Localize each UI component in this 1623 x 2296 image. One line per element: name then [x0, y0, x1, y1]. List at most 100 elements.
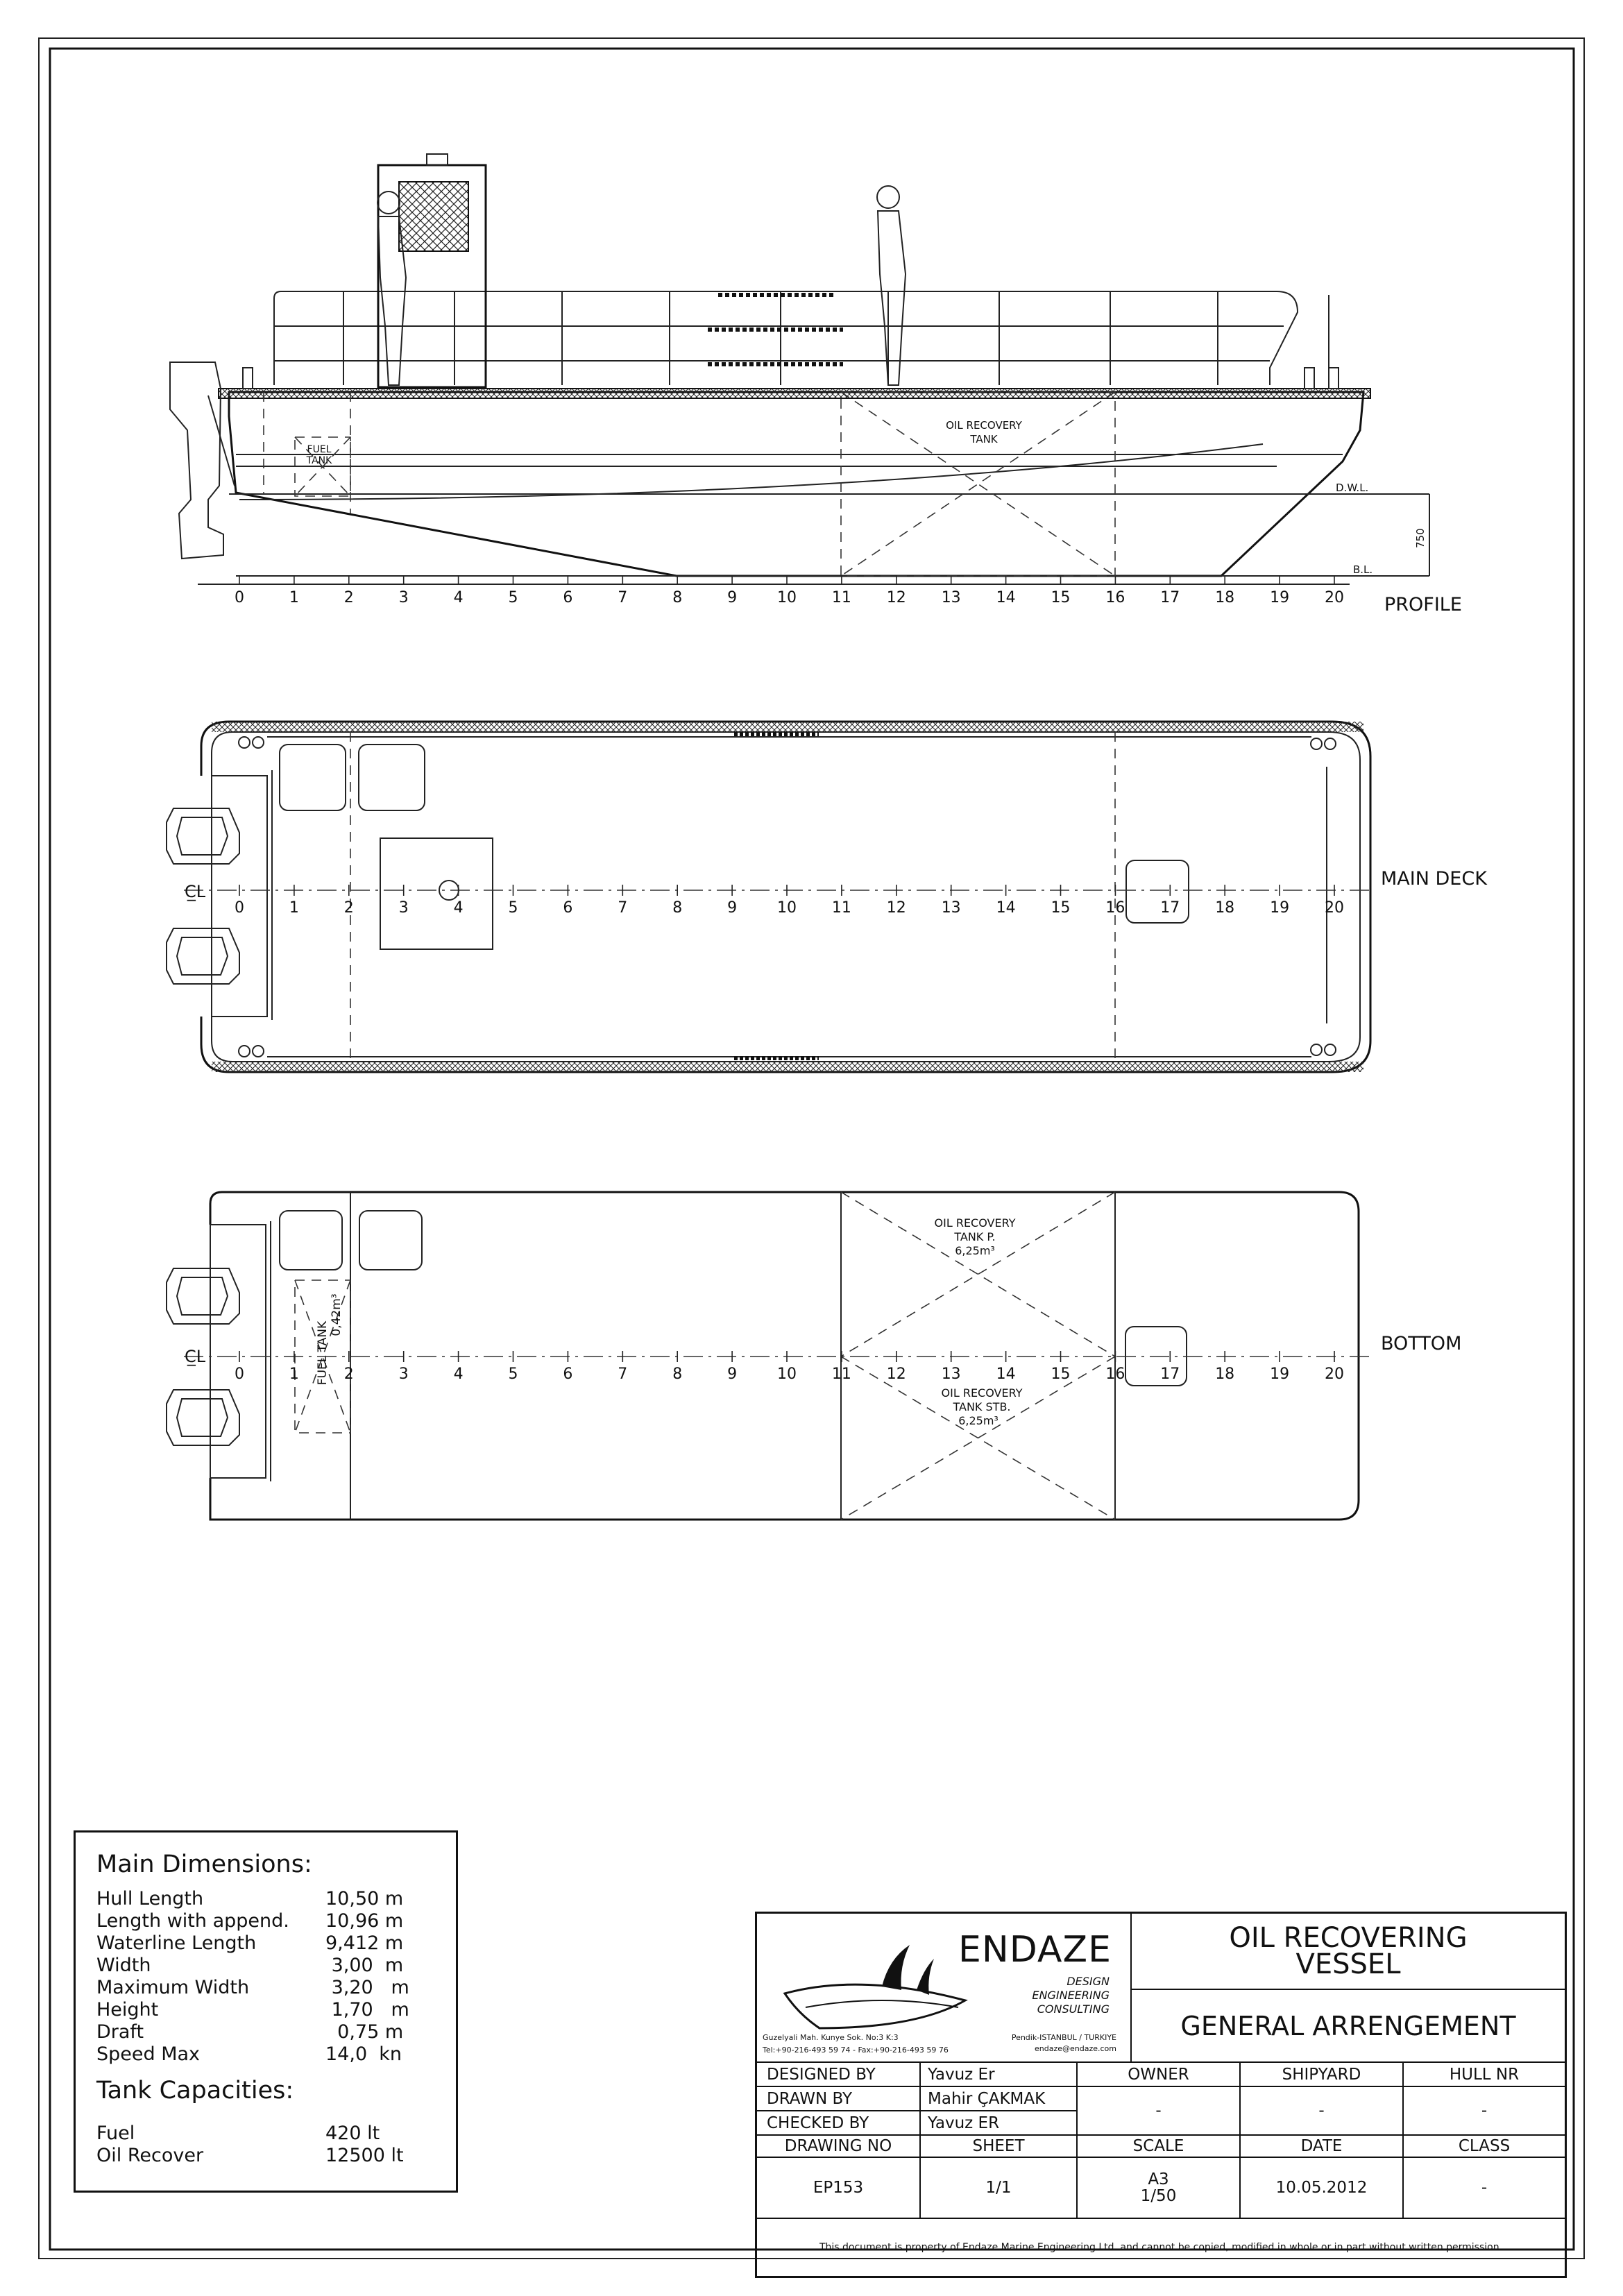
bottom-cl-mark: C̲L: [185, 1347, 206, 1366]
frame-number: 6: [563, 899, 572, 917]
frame-number: 8: [672, 1366, 682, 1383]
frame-number: 20: [1325, 899, 1344, 917]
dwl-label: D.W.L.: [1336, 482, 1368, 494]
designed-by-value: Yavuz Er: [921, 2063, 1078, 2087]
dimension-name: Maximum Width: [96, 1977, 250, 1998]
frame-number: 0: [235, 1366, 244, 1383]
frame-number: 11: [832, 899, 851, 917]
frame-number: 7: [618, 589, 627, 606]
frame-number: 4: [454, 589, 464, 606]
drawn-by-label: DRAWN BY: [757, 2087, 921, 2111]
frame-number: 4: [454, 899, 464, 917]
frame-number: 20: [1325, 589, 1344, 606]
frame-number: 11: [832, 1366, 851, 1383]
bottom-fuel-tank-label: FUEL TANK: [316, 1320, 330, 1385]
bottom-view: FUEL TANK 0,42m³ OIL RECOVERY TANK P. 6,…: [166, 1191, 1461, 1521]
dimension-value: 10,50 m: [325, 1888, 404, 1910]
frame-number: 19: [1270, 1366, 1289, 1383]
company-tagline-1: DESIGN: [1067, 1975, 1110, 1988]
frame-number: 13: [942, 899, 961, 917]
bl-label: B.L.: [1353, 563, 1373, 576]
frame-number: 18: [1215, 589, 1234, 606]
tank-s-label-1: OIL RECOVERY: [942, 1386, 1023, 1400]
frame-number: 15: [1051, 1366, 1071, 1383]
dimension-value: 0,75 m: [325, 2021, 404, 2043]
company-tagline-3: CONSULTING: [1037, 2002, 1110, 2016]
frame-number: 1: [289, 589, 299, 606]
checked-by-label: CHECKED BY: [757, 2111, 921, 2136]
frame-number: 3: [399, 589, 409, 606]
profile-deck-edge: [218, 388, 1371, 399]
hull-nr-label: HULL NR: [1404, 2063, 1565, 2087]
frame-number: 18: [1215, 1366, 1234, 1383]
company-tagline-2: ENGINEERING: [1032, 1989, 1110, 2002]
deck-hatch: [358, 744, 425, 811]
frame-number: 4: [454, 1366, 464, 1383]
dimension-name: Width: [96, 1955, 151, 1976]
scale-ratio: 1/50: [1140, 2187, 1177, 2205]
frame-number: 14: [996, 1366, 1016, 1383]
dimension-value: 1,70 m: [325, 1999, 409, 2021]
outboard-motor-plan: [166, 928, 240, 985]
outboard-motor: [169, 362, 224, 560]
copyright-disclaimer: This document is property of Endaze Mari…: [819, 2242, 1503, 2253]
profile-fuel-label-2: TANK: [306, 455, 333, 466]
frame-number: 0: [235, 589, 244, 606]
bottom-fuel-tank-volume: 0,42m³: [330, 1293, 343, 1336]
company-name: ENDAZE: [958, 1929, 1112, 1971]
dimension-name: Height: [96, 1999, 159, 2021]
frame-number: 5: [509, 1366, 518, 1383]
dimension-name: Draft: [96, 2021, 144, 2043]
dimension-value: 420 lt: [325, 2123, 380, 2144]
profile-tank-label-1: OIL RECOVERY: [946, 419, 1022, 432]
profile-oil-tank: [840, 391, 1116, 577]
project-title-line-2: VESSEL: [1295, 1948, 1401, 1980]
dimension-value: 3,00 m: [325, 1955, 404, 1976]
profile-tank-label-2: TANK: [969, 433, 998, 445]
company-address-1: Guzelyali Mah. Kunye Sok. No:3 K:3: [763, 2033, 899, 2042]
person-figure: [377, 191, 407, 386]
frame-number: 15: [1051, 589, 1071, 606]
tank-p-label-2: TANK P.: [953, 1230, 995, 1243]
scale-label: SCALE: [1078, 2136, 1241, 2158]
dimension-name: Speed Max: [96, 2043, 201, 2065]
frame-number: 9: [727, 1366, 737, 1383]
frame-number: 16: [1105, 1366, 1125, 1383]
company-city: Pendik-ISTANBUL / TURKIYE: [1011, 2033, 1116, 2042]
frame-number: 8: [672, 899, 682, 917]
main-dimensions-heading: Main Dimensions:: [96, 1851, 312, 1878]
dimension-value: 3,20 m: [325, 1977, 409, 1998]
sheet-label: SHEET: [921, 2136, 1078, 2158]
dimension-row: Width 3,00 m: [96, 1955, 435, 1977]
shipyard-label: SHIPYARD: [1241, 2063, 1404, 2087]
draft-dimension: 750: [1414, 528, 1427, 548]
owner-label: OWNER: [1078, 2063, 1241, 2087]
frame-number: 3: [399, 1366, 409, 1383]
frame-number: 17: [1160, 1366, 1180, 1383]
frame-number: 13: [942, 1366, 961, 1383]
frame-number: 6: [563, 1366, 572, 1383]
drawn-by-value: Mahir ÇAKMAK: [921, 2087, 1078, 2111]
scale-value: A3 1/50: [1078, 2158, 1241, 2219]
drawing-no-label: DRAWING NO: [757, 2136, 921, 2158]
scale-paper: A3: [1148, 2170, 1169, 2188]
deck-console-plan: [380, 837, 493, 950]
deck-hatch: [279, 744, 346, 811]
company-address-2: Tel:+90-216-493 59 74 - Fax:+90-216-493 …: [763, 2046, 949, 2055]
frame-number: 0: [235, 899, 244, 917]
profile-railing: [273, 291, 1299, 385]
dimension-value: 10,96 m: [325, 1910, 404, 1932]
frame-number: 8: [672, 589, 682, 606]
profile-fuel-label-1: FUEL: [307, 444, 332, 455]
frame-number: 12: [887, 899, 906, 917]
person-figure: [876, 185, 907, 386]
